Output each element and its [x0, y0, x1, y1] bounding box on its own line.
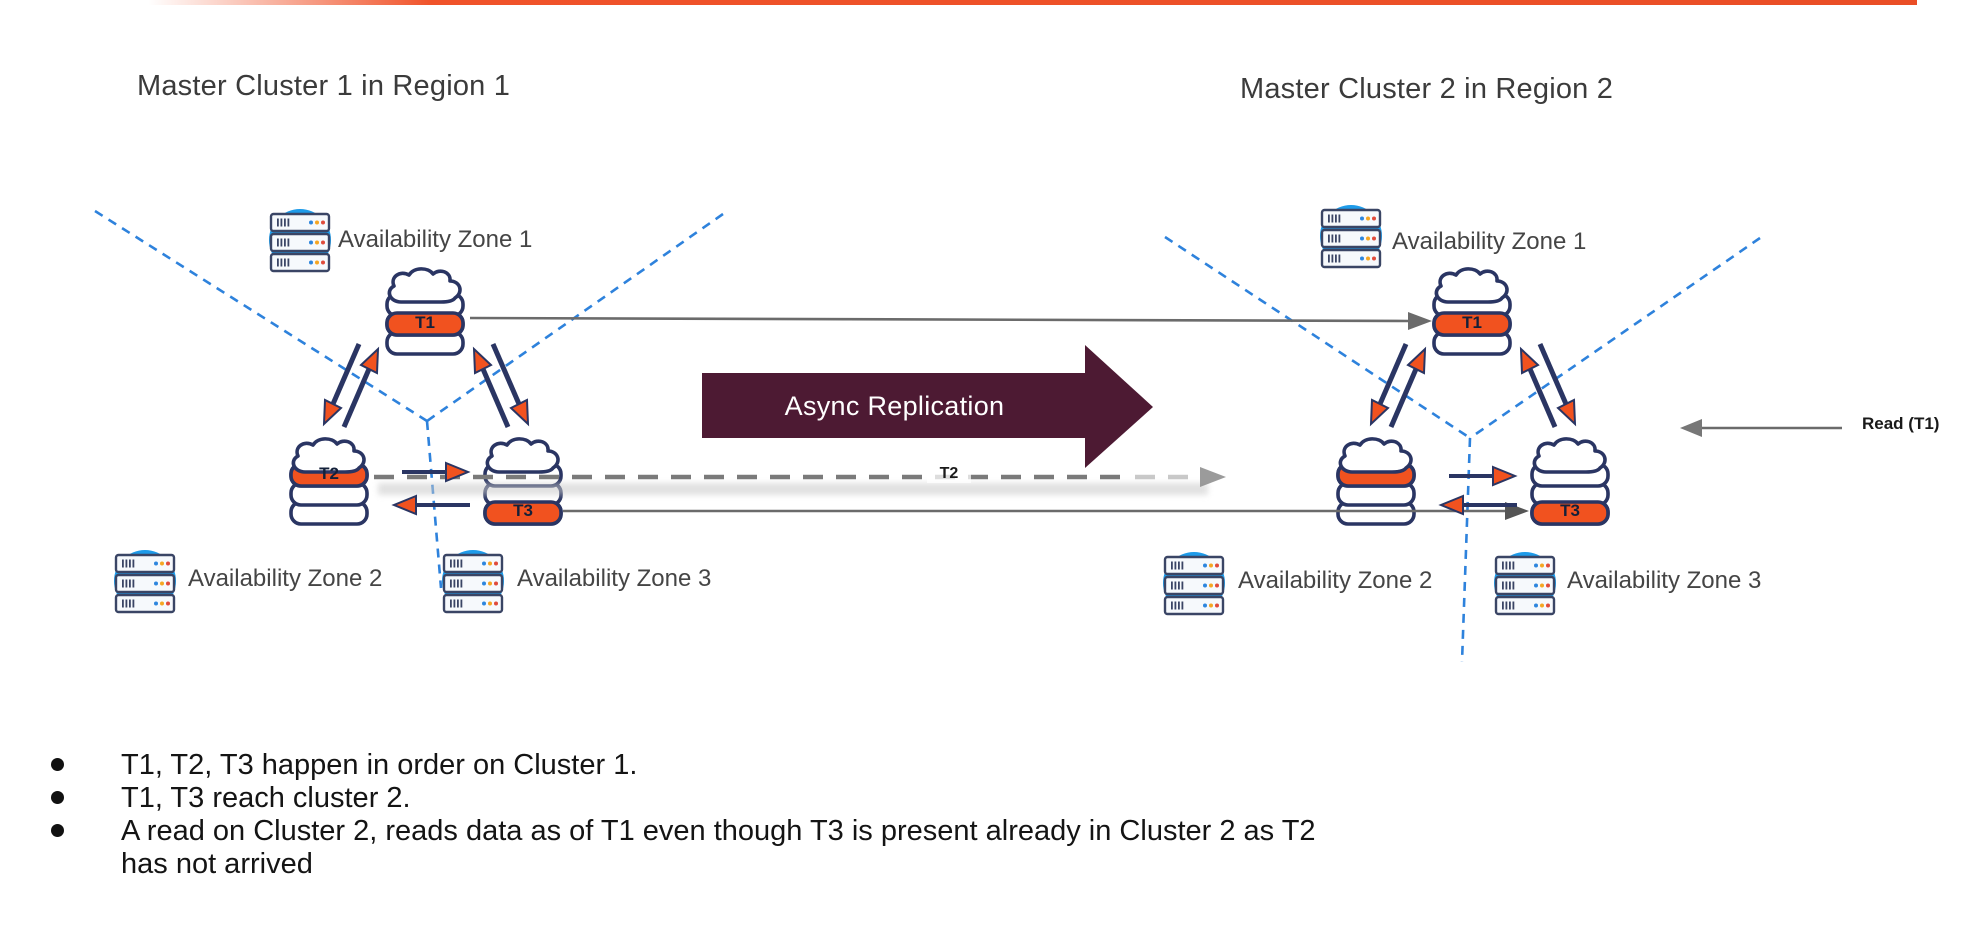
c1-db2-label: T2 [319, 464, 339, 483]
t2-line-glow [378, 483, 1208, 495]
server-rack-icon [1161, 550, 1227, 616]
c2-db3-label: T3 [1560, 501, 1580, 520]
list-item-continuation: has not arrived [42, 848, 1316, 881]
cluster1-title: Master Cluster 1 in Region 1 [137, 70, 511, 102]
database-cloud-icon-t1-c1 [385, 267, 465, 356]
note-text: has not arrived [121, 848, 313, 880]
server-rack-icon [440, 548, 506, 614]
server-rack-icon [112, 548, 178, 614]
t2-inflight-dashed-line [374, 467, 1226, 487]
list-item: A read on Cluster 2, reads data as of T1… [42, 815, 1316, 848]
read-t1-label: Read (T1) [1862, 414, 1940, 433]
database-cloud-icon-t2-c1 [289, 437, 369, 526]
server-rack-icon [1318, 203, 1384, 269]
read-arrow [1680, 419, 1842, 437]
c2-zone2-label: Availability Zone 2 [1238, 567, 1433, 594]
note-text: T1, T3 reach cluster 2. [121, 782, 411, 814]
c2-zone1-label: Availability Zone 1 [1392, 228, 1587, 255]
t1-replication-line [469, 312, 1432, 330]
server-rack-icon [1492, 550, 1558, 616]
c1-zone3-label: Availability Zone 3 [517, 565, 712, 592]
cluster1-intra-arrows [322, 343, 530, 516]
server-rack-icon [267, 207, 333, 273]
notes-list: T1, T2, T3 happen in order on Cluster 1.… [42, 749, 1316, 881]
note-text: T1, T2, T3 happen in order on Cluster 1. [121, 749, 638, 781]
c1-zone2-label: Availability Zone 2 [188, 565, 383, 592]
database-cloud-icon-t3-c1 [483, 437, 563, 526]
c1-zone1-label: Availability Zone 1 [338, 226, 533, 253]
note-text: A read on Cluster 2, reads data as of T1… [121, 815, 1316, 847]
bullet-dot-icon [51, 824, 64, 837]
c1-db3-label: T3 [513, 501, 533, 520]
bullet-dot-icon [51, 758, 64, 771]
async-replication-label: Async Replication [784, 391, 1005, 421]
c2-zone3-label: Availability Zone 3 [1567, 567, 1762, 594]
c1-db1-label: T1 [415, 313, 435, 332]
t2-inflight-label: T2 [927, 465, 971, 483]
bullet-dot-icon [51, 791, 64, 804]
database-cloud-icon-t3-c2 [1530, 437, 1610, 526]
cluster2-title: Master Cluster 2 in Region 2 [1240, 73, 1614, 105]
list-item: T1, T3 reach cluster 2. [42, 782, 1316, 815]
c2-db1-label: T1 [1462, 313, 1482, 332]
top-accent-bar [148, 0, 1917, 5]
database-cloud-icon-mid-c2 [1336, 437, 1416, 526]
list-item: T1, T2, T3 happen in order on Cluster 1. [42, 749, 1316, 782]
cluster2-intra-arrows [1369, 343, 1577, 516]
async-replication-arrow [702, 345, 1153, 468]
database-cloud-icon-t1-c2 [1432, 267, 1512, 356]
